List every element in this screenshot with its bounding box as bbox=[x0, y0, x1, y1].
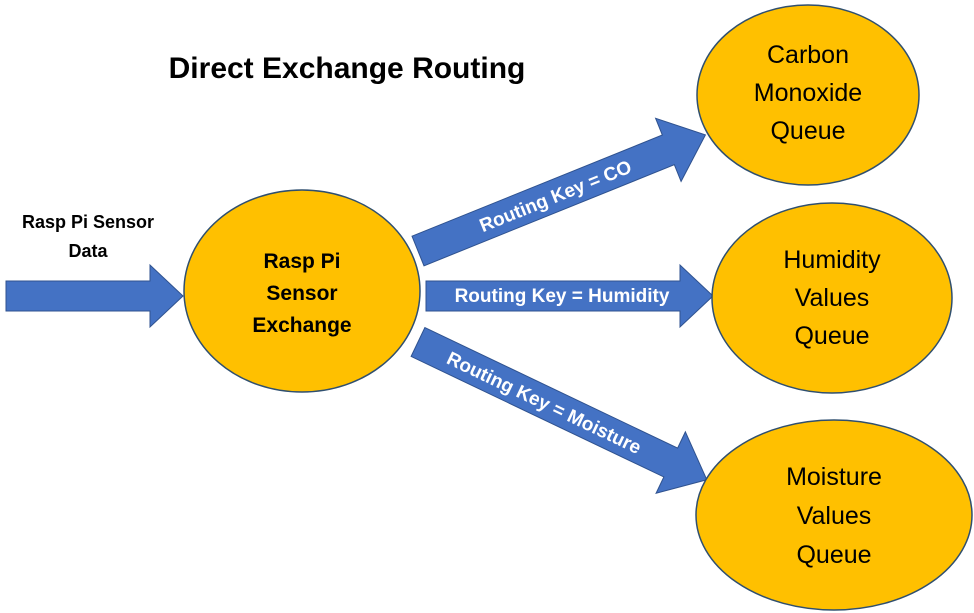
route-arrow-co-shape bbox=[411, 117, 707, 267]
queue-moisture-line3: Queue bbox=[796, 541, 871, 569]
exchange-label-line2: Sensor bbox=[266, 282, 337, 305]
route-label-humidity: Routing Key = Humidity bbox=[455, 286, 670, 307]
source-label-line1: Rasp Pi Sensor bbox=[22, 212, 154, 232]
queue-ellipse-moisture bbox=[695, 419, 973, 611]
queue-node-moisture: Moisture Values Queue bbox=[695, 419, 973, 611]
route-arrow-moisture: Routing Key = Moisture bbox=[410, 326, 708, 494]
input-arrow bbox=[5, 263, 184, 329]
source-label-line2: Data bbox=[68, 241, 108, 261]
queue-humidity-line1: Humidity bbox=[783, 246, 881, 274]
queue-humidity-line2: Values bbox=[795, 284, 870, 312]
route-label-moisture: Routing Key = Moisture bbox=[443, 348, 644, 459]
exchange-label-line3: Exchange bbox=[252, 314, 351, 337]
queue-ellipse-humidity bbox=[711, 202, 953, 394]
route-arrow-co: Routing Key = CO bbox=[411, 117, 707, 267]
source-label: Rasp Pi Sensor Data bbox=[22, 212, 154, 261]
queue-co-line1: Carbon bbox=[767, 41, 849, 69]
route-label-co: Routing Key = CO bbox=[477, 157, 635, 237]
route-arrow-humidity-shape bbox=[425, 263, 714, 329]
queue-node-co: Carbon Monoxide Queue bbox=[696, 4, 920, 186]
queue-co-line3: Queue bbox=[770, 117, 845, 145]
exchange-label-line1: Rasp Pi bbox=[263, 250, 340, 273]
queue-node-humidity: Humidity Values Queue bbox=[711, 202, 953, 394]
route-arrow-moisture-shape bbox=[410, 326, 708, 494]
queue-ellipse-co bbox=[696, 4, 920, 186]
route-arrow-humidity: Routing Key = Humidity bbox=[425, 263, 714, 329]
queue-moisture-line1: Moisture bbox=[786, 463, 882, 491]
diagram-title: Direct Exchange Routing bbox=[169, 52, 526, 85]
queue-co-line2: Monoxide bbox=[754, 79, 862, 107]
exchange-node: Rasp Pi Sensor Exchange bbox=[183, 189, 421, 393]
exchange-ellipse bbox=[183, 189, 421, 393]
queue-humidity-line3: Queue bbox=[794, 322, 869, 350]
queue-moisture-line2: Values bbox=[797, 502, 872, 530]
